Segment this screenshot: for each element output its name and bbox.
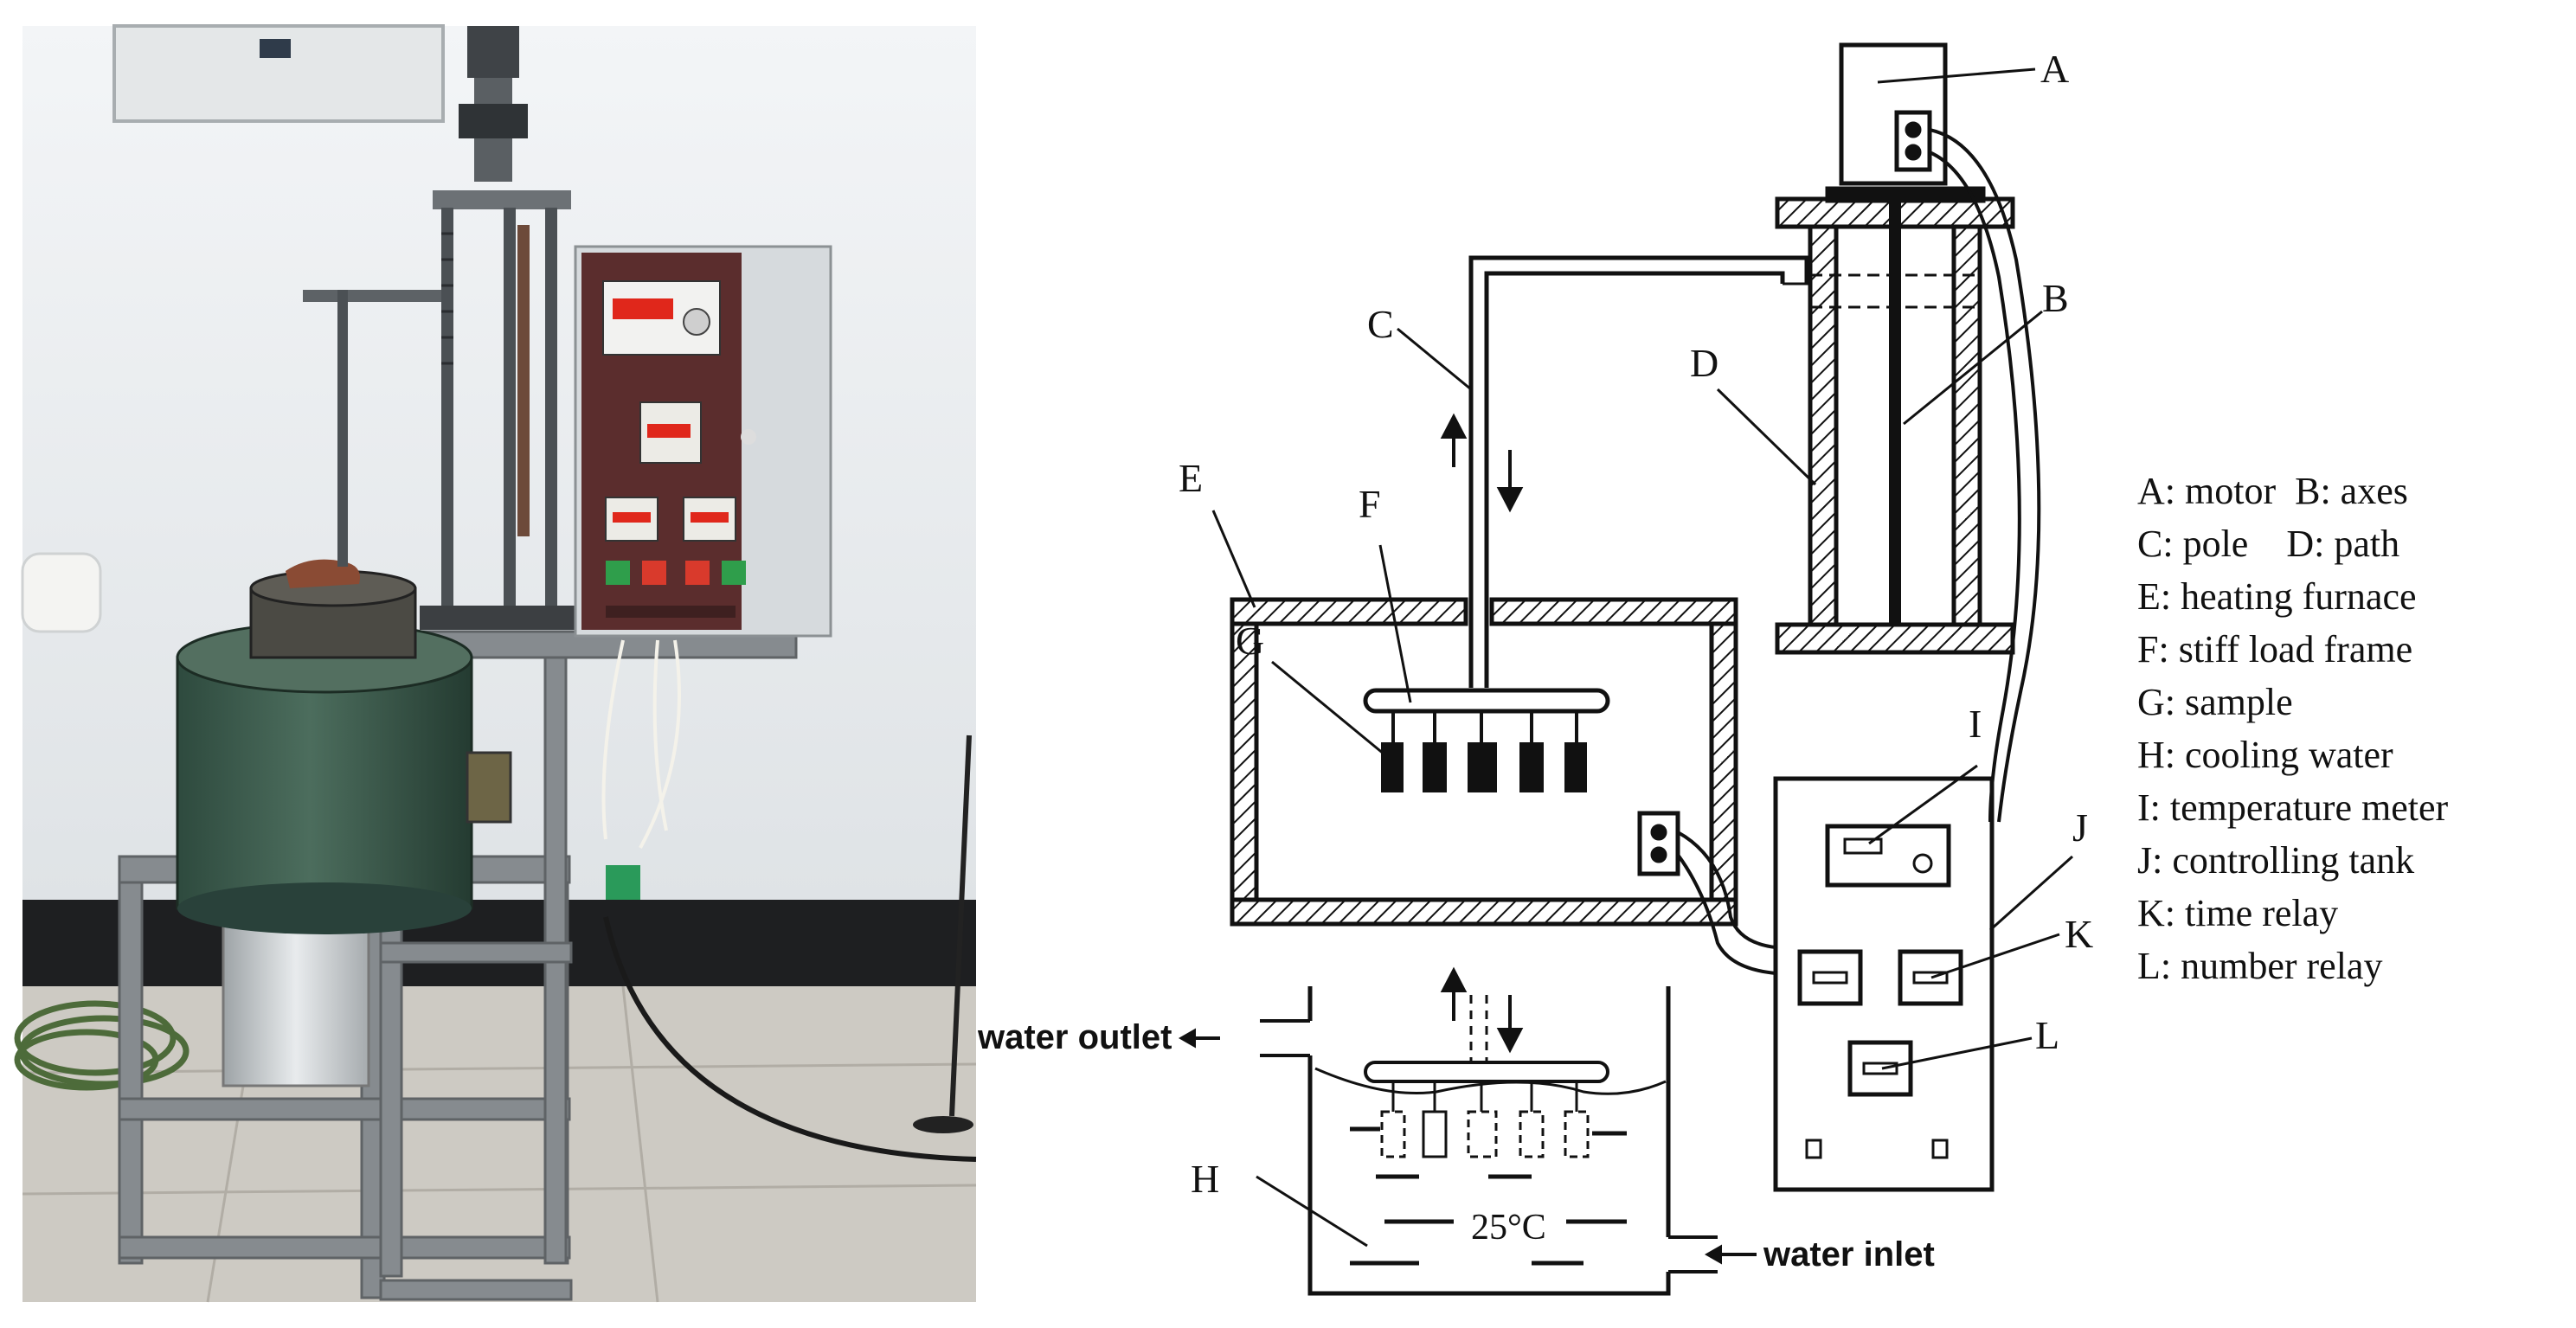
- steel-bucket: [222, 911, 370, 1087]
- water-frame-bar: [1364, 1061, 1609, 1083]
- water-sample: [1422, 1110, 1448, 1158]
- furnace-right-wall: [1709, 621, 1738, 902]
- letter-h: H: [1191, 1157, 1219, 1201]
- letter-e: E: [1179, 456, 1203, 500]
- leader-lines: [1211, 67, 2074, 1248]
- legend-row-3: E: heating furnace: [2137, 575, 2417, 618]
- water-connectors: [1391, 1081, 1578, 1112]
- legend-row-2: C: pole D: path: [2137, 523, 2399, 565]
- legend-row-6: H: cooling water: [2137, 734, 2393, 776]
- legend: A: motor B: axes C: pole D: path E: heat…: [2137, 470, 2448, 987]
- water-outlet-label: water outlet: [977, 1018, 1172, 1056]
- relay-left: [1797, 949, 1863, 1006]
- load-column: [303, 26, 575, 630]
- legend-row-4: F: stiff load frame: [2137, 628, 2412, 670]
- apparatus-photo: [14, 24, 977, 1303]
- water-inlet-label: water inlet: [1763, 1235, 1935, 1273]
- temperature-meter: [1825, 824, 1951, 888]
- number-relay: [1847, 1040, 1913, 1097]
- sample: [1519, 742, 1544, 792]
- stand-pole: [949, 735, 972, 1117]
- cables-schematic: [1676, 128, 2041, 975]
- furnace-top-left: [1230, 597, 1468, 626]
- wall-electric-box: [112, 24, 445, 123]
- frame-connectors: [1391, 711, 1578, 742]
- path-bottom-flange: [1775, 622, 2015, 655]
- sample: [1381, 742, 1404, 792]
- legend-row-10: L: number relay: [2137, 945, 2382, 987]
- furnace-left-wall: [1230, 621, 1259, 902]
- legend-row-7: I: temperature meter: [2137, 786, 2448, 829]
- cooling-tank: [1307, 986, 1671, 1296]
- green-plug: [606, 865, 640, 900]
- letter-c: C: [1367, 302, 1394, 346]
- control-cabinet-photo: [574, 245, 832, 638]
- motor-socket: [1894, 110, 1932, 172]
- letter-b: B: [2042, 276, 2069, 320]
- letter-j: J: [2072, 805, 2088, 850]
- legend-row-9: K: time relay: [2137, 892, 2338, 934]
- letter-d: D: [1690, 341, 1718, 385]
- water-dashes: [1350, 1126, 1627, 1266]
- letter-l: L: [2035, 1013, 2059, 1057]
- water-sample: [1467, 1110, 1498, 1158]
- cables-photo: [601, 639, 681, 849]
- outlet-pipe: [1178, 1019, 1310, 1057]
- water-samples: [1380, 1110, 1590, 1158]
- furnace-socket: [1637, 811, 1680, 876]
- sample: [1468, 742, 1497, 792]
- water-sample: [1519, 1110, 1545, 1158]
- path-right-wall: [1951, 224, 1982, 627]
- black-cable: [603, 916, 977, 1162]
- sample: [1564, 742, 1587, 792]
- load-frame-bar: [1363, 688, 1610, 714]
- letter-i: I: [1969, 702, 1982, 746]
- schematic: [1178, 42, 2074, 1296]
- tank-arrows: [1440, 966, 1524, 1054]
- furnace-bottom: [1230, 897, 1738, 927]
- box-label: [260, 39, 291, 58]
- legend-row-5: G: sample: [2137, 681, 2293, 723]
- path-left-wall: [1808, 224, 1839, 627]
- legend-row-8: J: controlling tank: [2137, 839, 2414, 882]
- water-sample: [1564, 1110, 1590, 1158]
- sink-edge: [21, 552, 102, 633]
- inlet-pipe: [1668, 1235, 1757, 1273]
- letter-a: A: [2040, 47, 2069, 91]
- letter-f: F: [1359, 482, 1381, 526]
- pole: [1468, 255, 1809, 688]
- legend-row-1: A: motor B: axes: [2137, 470, 2408, 512]
- dashed-pole: [1469, 995, 1488, 1062]
- letter-g: G: [1236, 619, 1264, 663]
- samples: [1381, 742, 1587, 792]
- schematic-letters: A B C D E F G I J K L H 25°C water outle…: [977, 47, 2093, 1273]
- time-relay: [1898, 949, 1963, 1006]
- tank-temperature: 25°C: [1471, 1208, 1546, 1248]
- furnace-top-right: [1489, 597, 1738, 626]
- axis-shaft: [1889, 201, 1901, 625]
- pole-arrows: [1440, 413, 1524, 513]
- letter-k: K: [2065, 912, 2093, 956]
- water-sample: [1380, 1110, 1406, 1158]
- hose-coil: [14, 1000, 190, 1091]
- sample: [1423, 742, 1447, 792]
